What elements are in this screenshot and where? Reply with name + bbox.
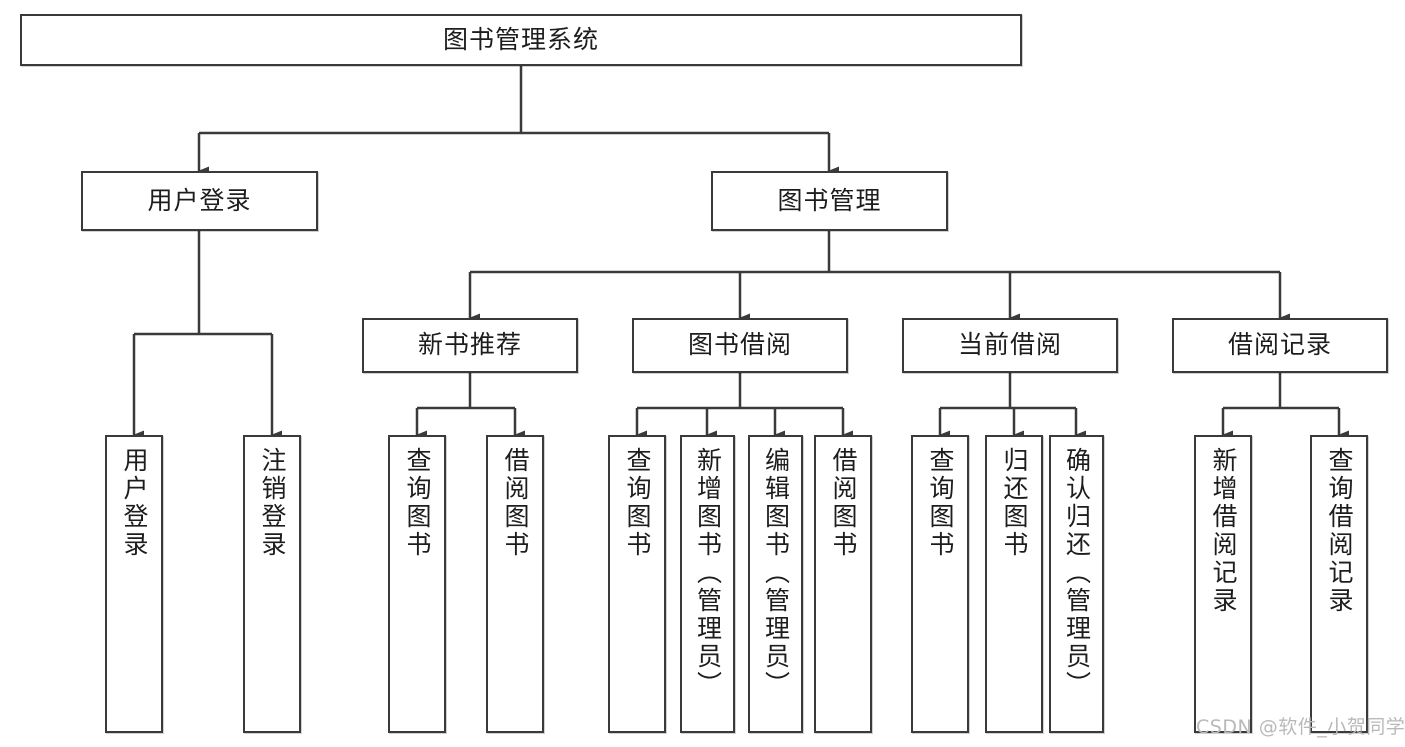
node-leaf-user-login[interactable]: 用户登录 — [105, 435, 163, 733]
node-leaf-return-book[interactable]: 归还图书 — [985, 435, 1043, 733]
node-borrow-record-label: 借阅记录 — [1227, 330, 1332, 360]
node-leaf-add-book[interactable]: 新增图书（管理员） — [680, 435, 735, 733]
node-leaf-return-book-label: 归还图书 — [1000, 447, 1029, 559]
node-leaf-borrow-book-2-label: 借阅图书 — [829, 447, 858, 559]
node-leaf-user-login-label: 用户登录 — [120, 447, 149, 559]
node-borrow-record[interactable]: 借阅记录 — [1172, 318, 1388, 373]
node-leaf-edit-book-label: 编辑图书（管理员） — [761, 447, 791, 699]
node-leaf-query-book-2-label: 查询图书 — [623, 447, 652, 559]
node-new-book-rec[interactable]: 新书推荐 — [362, 318, 578, 373]
node-leaf-add-book-label: 新增图书（管理员） — [693, 447, 723, 699]
node-leaf-borrow-book-1[interactable]: 借阅图书 — [486, 435, 544, 733]
node-book-manage-label: 图书管理 — [777, 185, 882, 215]
node-current-borrow-label: 当前借阅 — [957, 330, 1062, 360]
node-leaf-borrow-book-2[interactable]: 借阅图书 — [814, 435, 872, 733]
node-user-login-label: 用户登录 — [147, 185, 252, 215]
node-root[interactable]: 图书管理系统 — [20, 14, 1022, 66]
node-leaf-query-book-1-label: 查询图书 — [403, 447, 432, 559]
node-book-borrow[interactable]: 图书借阅 — [632, 318, 848, 373]
node-leaf-query-book-3-label: 查询图书 — [926, 447, 955, 559]
node-leaf-edit-book[interactable]: 编辑图书（管理员） — [748, 435, 803, 733]
node-root-label: 图书管理系统 — [442, 24, 599, 54]
node-leaf-query-book-1[interactable]: 查询图书 — [388, 435, 446, 733]
node-new-book-rec-label: 新书推荐 — [417, 330, 522, 360]
node-book-manage[interactable]: 图书管理 — [711, 171, 948, 231]
node-leaf-add-record[interactable]: 新增借阅记录 — [1194, 435, 1252, 733]
node-leaf-confirm-return[interactable]: 确认归还（管理员） — [1049, 435, 1104, 733]
node-leaf-user-logout-label: 注销登录 — [258, 447, 287, 559]
node-leaf-add-record-label: 新增借阅记录 — [1209, 447, 1238, 615]
node-leaf-user-logout[interactable]: 注销登录 — [243, 435, 301, 733]
node-leaf-query-record[interactable]: 查询借阅记录 — [1310, 435, 1368, 733]
node-user-login[interactable]: 用户登录 — [81, 171, 318, 231]
wire-group — [132, 66, 1349, 440]
node-leaf-query-book-3[interactable]: 查询图书 — [911, 435, 969, 733]
node-leaf-borrow-book-1-label: 借阅图书 — [501, 447, 530, 559]
node-leaf-confirm-return-label: 确认归还（管理员） — [1062, 447, 1092, 699]
node-leaf-query-book-2[interactable]: 查询图书 — [608, 435, 666, 733]
node-book-borrow-label: 图书借阅 — [687, 330, 792, 360]
node-current-borrow[interactable]: 当前借阅 — [902, 318, 1118, 373]
node-leaf-query-record-label: 查询借阅记录 — [1325, 447, 1354, 615]
